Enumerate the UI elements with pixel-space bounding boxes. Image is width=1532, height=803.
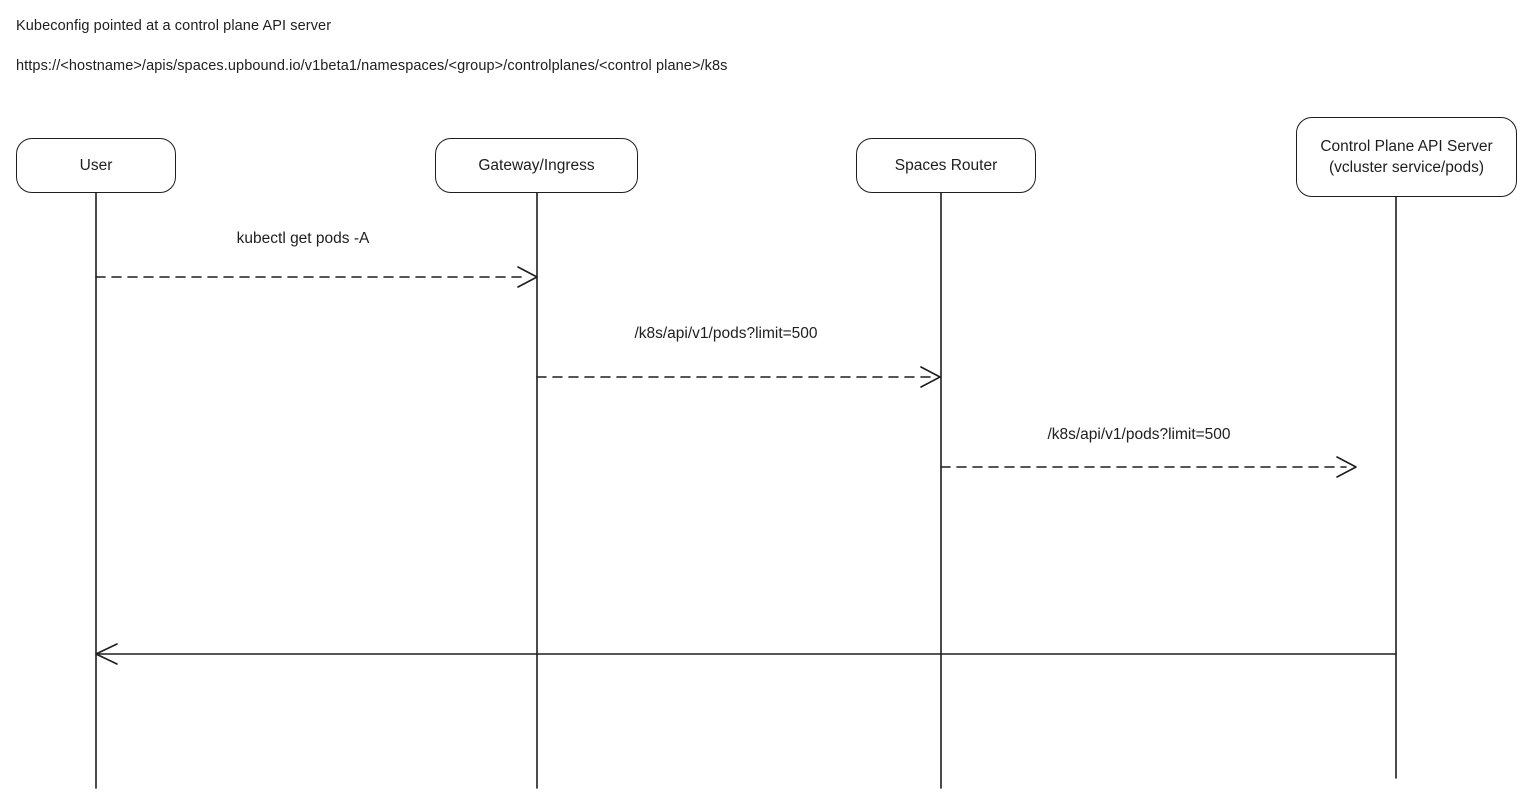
actor-box-control-plane-api-server: Control Plane API Server (vcluster servi… xyxy=(1296,117,1517,197)
arrowhead-right-1 xyxy=(517,266,538,288)
actor-box-gateway-ingress: Gateway/Ingress xyxy=(435,138,638,193)
message-label-kubectl-get-pods: kubectl get pods -A xyxy=(236,230,370,247)
arrowhead-left-return xyxy=(95,643,118,665)
actor-label: User xyxy=(79,157,113,174)
kubeconfig-url: https://<hostname>/apis/spaces.upbound.i… xyxy=(16,58,728,74)
actor-sublabel: (vcluster service/pods) xyxy=(1328,159,1485,176)
actor-box-user: User xyxy=(16,138,176,193)
message-label-k8s-api-pods-2: /k8s/api/v1/pods?limit=500 xyxy=(1047,426,1231,443)
arrowhead-right-3 xyxy=(1336,456,1357,478)
arrowhead-right-2 xyxy=(920,366,941,388)
actor-label: Gateway/Ingress xyxy=(478,157,595,174)
actor-box-spaces-router: Spaces Router xyxy=(856,138,1036,193)
actor-label: Control Plane API Server xyxy=(1320,138,1493,155)
actor-label: Spaces Router xyxy=(894,157,998,174)
diagram-title: Kubeconfig pointed at a control plane AP… xyxy=(16,18,332,34)
message-label-k8s-api-pods-1: /k8s/api/v1/pods?limit=500 xyxy=(634,325,818,342)
